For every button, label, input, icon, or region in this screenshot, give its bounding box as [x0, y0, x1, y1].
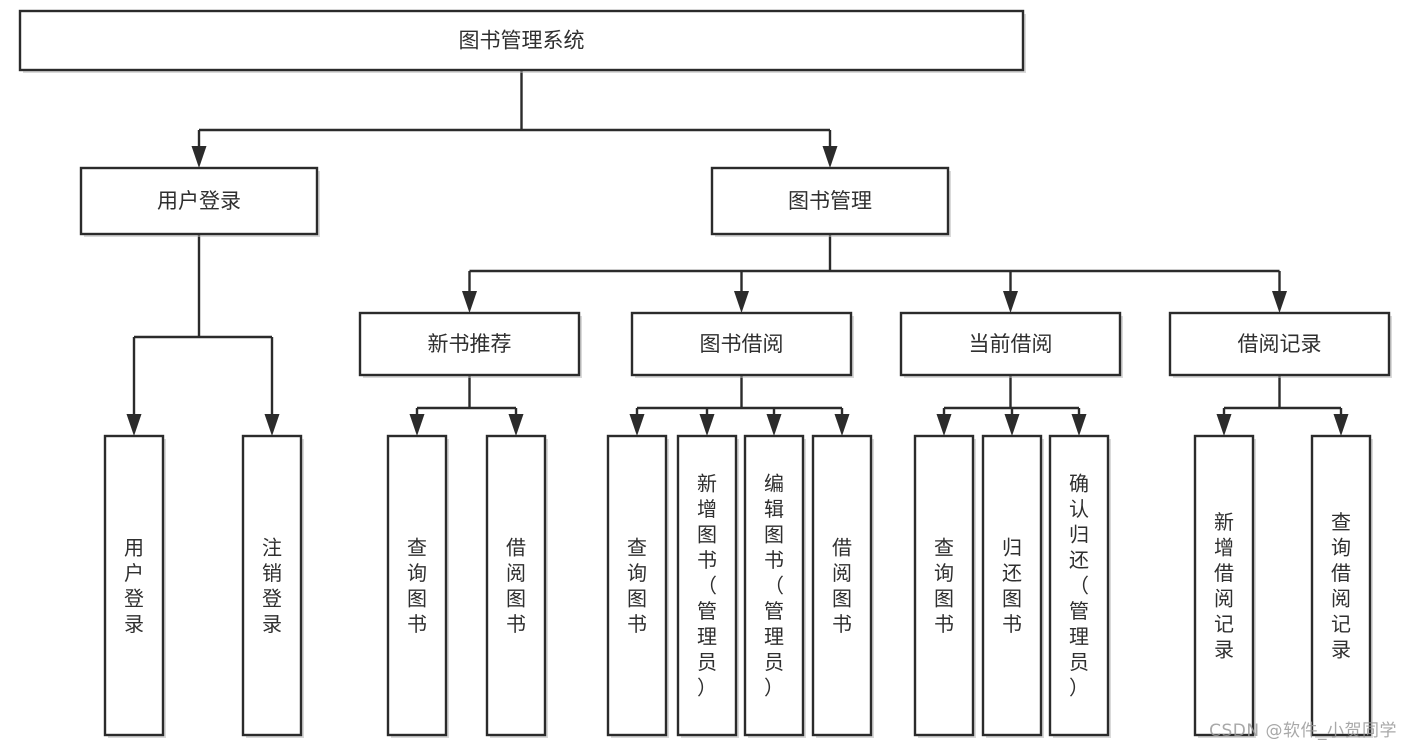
node-root[interactable]: 图书管理系统 — [18, 9, 1026, 73]
node-leaf-query-borrow-record[interactable]: 查询借阅记录 — [1310, 434, 1373, 738]
node-label: 借阅图书 — [832, 535, 852, 636]
node-leaf-query-book-borrow[interactable]: 查询图书 — [606, 434, 669, 738]
node-box[interactable] — [1048, 434, 1110, 737]
node-label: 新书推荐 — [428, 332, 512, 356]
connector-group-root — [191, 70, 838, 168]
node-label: 查询借阅记录 — [1331, 510, 1351, 662]
node-leaf-logout-login[interactable]: 注销登录 — [241, 434, 304, 738]
node-label: 新增图书（管理员） — [697, 472, 717, 700]
node-label: 用户登录 — [124, 535, 144, 636]
node-label: 当前借阅 — [969, 332, 1053, 356]
connector-group-book-borrow — [629, 375, 850, 436]
node-box[interactable] — [358, 311, 581, 377]
node-box[interactable] — [1168, 311, 1391, 377]
node-borrow-record[interactable]: 借阅记录 — [1168, 311, 1392, 378]
node-box[interactable] — [18, 9, 1025, 72]
arrow-head-icon — [409, 414, 425, 436]
arrow-head-icon — [126, 414, 142, 436]
node-box[interactable] — [386, 434, 448, 737]
node-label: 查询图书 — [407, 535, 427, 636]
connector-group-current-borrow — [936, 375, 1087, 436]
connector-group-book-management — [462, 234, 1287, 313]
arrow-head-icon — [1004, 414, 1020, 436]
arrow-head-icon — [462, 291, 477, 313]
node-leaf-add-borrow-record[interactable]: 新增借阅记录 — [1193, 434, 1256, 738]
node-user-login[interactable]: 用户登录 — [79, 166, 320, 237]
node-leaf-borrow-book-recommend[interactable]: 借阅图书 — [485, 434, 548, 738]
node-leaf-return-book[interactable]: 归还图书 — [981, 434, 1044, 738]
node-box[interactable] — [743, 434, 805, 737]
arrow-head-icon — [508, 414, 524, 436]
arrow-head-icon — [766, 414, 782, 436]
connector-group-user-login — [126, 234, 280, 436]
node-box[interactable] — [899, 311, 1122, 377]
node-box[interactable] — [241, 434, 303, 737]
node-leaf-query-book-current[interactable]: 查询图书 — [913, 434, 976, 738]
node-label: 借阅记录 — [1238, 332, 1322, 356]
node-leaf-confirm-return-admin[interactable]: 确认归还（管理员） — [1048, 434, 1111, 738]
node-box[interactable] — [1193, 434, 1255, 737]
arrow-head-icon — [1333, 414, 1349, 436]
node-label: 图书管理 — [788, 189, 872, 213]
node-new-book-recommend[interactable]: 新书推荐 — [358, 311, 582, 378]
node-leaf-edit-book-admin[interactable]: 编辑图书（管理员） — [743, 434, 806, 738]
node-leaf-add-book-admin[interactable]: 新增图书（管理员） — [676, 434, 739, 738]
node-box[interactable] — [710, 166, 950, 236]
arrow-head-icon — [834, 414, 850, 436]
node-label: 查询图书 — [934, 535, 954, 636]
arrow-head-icon — [822, 146, 838, 168]
node-label: 图书借阅 — [700, 332, 784, 356]
node-book-borrow[interactable]: 图书借阅 — [630, 311, 854, 378]
arrow-head-icon — [1003, 291, 1018, 313]
arrow-head-icon — [264, 414, 280, 436]
arrow-head-icon — [1071, 414, 1087, 436]
node-box[interactable] — [485, 434, 547, 737]
node-label: 新增借阅记录 — [1214, 510, 1234, 662]
node-label: 用户登录 — [157, 189, 241, 213]
node-box[interactable] — [630, 311, 853, 377]
node-leaf-borrow-book[interactable]: 借阅图书 — [811, 434, 874, 738]
node-label: 注销登录 — [262, 535, 282, 636]
node-label: 编辑图书（管理员） — [764, 472, 784, 700]
node-label: 确认归还（管理员） — [1069, 472, 1089, 700]
node-box[interactable] — [1310, 434, 1372, 737]
connector-group-new-book-recommend — [409, 375, 524, 436]
connector-group-borrow-record — [1216, 375, 1349, 436]
node-label: 借阅图书 — [506, 535, 526, 636]
node-box[interactable] — [606, 434, 668, 737]
node-current-borrow[interactable]: 当前借阅 — [899, 311, 1123, 378]
arrow-head-icon — [1272, 291, 1287, 313]
node-box[interactable] — [676, 434, 738, 737]
node-book-management[interactable]: 图书管理 — [710, 166, 951, 237]
arrow-head-icon — [191, 146, 207, 168]
node-leaf-query-book-recommend[interactable]: 查询图书 — [386, 434, 449, 738]
arrow-head-icon — [699, 414, 715, 436]
arrow-head-icon — [1216, 414, 1232, 436]
arrow-head-icon — [936, 414, 952, 436]
node-box[interactable] — [981, 434, 1043, 737]
node-box[interactable] — [79, 166, 319, 236]
arrow-head-icon — [734, 291, 749, 313]
node-box[interactable] — [811, 434, 873, 737]
node-leaf-user-login[interactable]: 用户登录 — [103, 434, 166, 738]
node-box[interactable] — [913, 434, 975, 737]
node-box[interactable] — [103, 434, 165, 737]
arrow-head-icon — [629, 414, 645, 436]
node-label: 查询图书 — [627, 535, 647, 636]
node-label: 归还图书 — [1002, 535, 1022, 636]
node-label: 图书管理系统 — [459, 29, 585, 53]
